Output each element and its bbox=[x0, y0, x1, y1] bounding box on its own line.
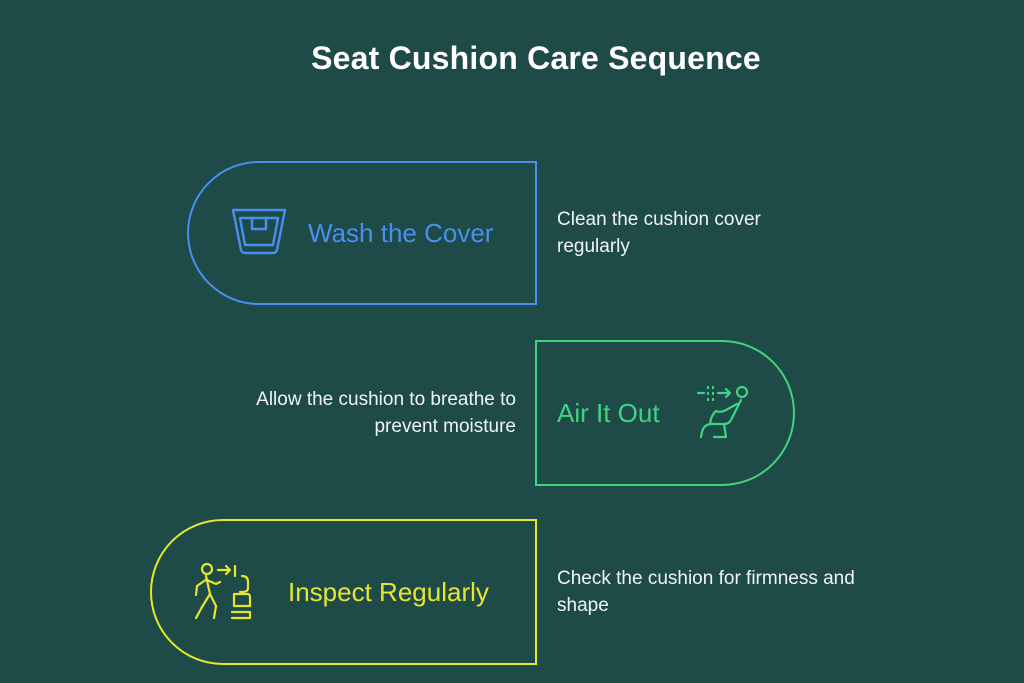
step-1-shape bbox=[186, 160, 538, 306]
step-2-description: Allow the cushion to breathe to prevent … bbox=[256, 389, 516, 437]
step-3-label: Inspect Regularly bbox=[288, 577, 489, 607]
step-2-label: Air It Out bbox=[557, 398, 660, 428]
step-1-description: Clean the cushion cover regularly bbox=[557, 209, 761, 257]
step-1-label: Wash the Cover bbox=[308, 218, 494, 248]
washing-basin-icon bbox=[231, 208, 287, 255]
step-2-shape bbox=[534, 339, 797, 487]
seat-ventilation-icon bbox=[696, 385, 749, 439]
diagram-title: Seat Cushion Care Sequence bbox=[311, 40, 761, 76]
step-3-shape bbox=[149, 518, 538, 666]
person-inspecting-seat-icon bbox=[194, 562, 252, 620]
step-3-description: Check the cushion for firmness and shape bbox=[557, 568, 855, 616]
